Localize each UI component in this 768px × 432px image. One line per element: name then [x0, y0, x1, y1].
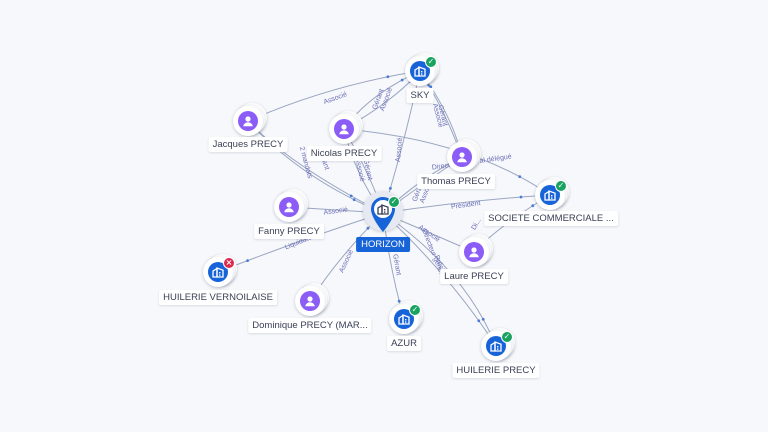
node-label: Nicolas PRECY	[306, 146, 382, 161]
edge-label: Gérant	[362, 158, 373, 180]
edge-arrow-icon	[388, 186, 392, 190]
edge-arrow-icon	[397, 299, 401, 303]
node-label: Dominique PRECY (MAR...	[248, 318, 372, 333]
person-icon	[238, 111, 258, 131]
edge-arrow-icon	[519, 195, 523, 199]
company-icon	[486, 336, 506, 356]
edge-arrow-icon	[477, 319, 481, 323]
person-icon	[279, 197, 299, 217]
check-badge-icon: ✓	[409, 304, 421, 316]
node-circle[interactable]	[274, 192, 304, 222]
node-circle[interactable]	[389, 304, 419, 334]
check-badge-icon: ✓	[388, 196, 400, 208]
company-icon	[540, 185, 560, 205]
edge-label: Associé	[323, 91, 349, 106]
edge-label: Associé	[323, 206, 348, 216]
node-label: HUILERIE VERNOILAISE	[159, 290, 277, 305]
edge-label: Associé	[353, 157, 365, 183]
person-icon	[452, 147, 472, 167]
node-circle[interactable]	[405, 56, 435, 86]
node-label: SKY	[406, 88, 434, 103]
person-icon	[334, 119, 354, 139]
node-label: Jacques PRECY	[208, 137, 288, 152]
edge-arrow-icon	[386, 75, 390, 79]
edge-label: Associé	[338, 249, 355, 274]
edge-arrow-icon	[366, 226, 370, 230]
check-badge-icon: ✓	[425, 56, 437, 68]
node-circle[interactable]	[535, 180, 565, 210]
edge-label: Gérant	[391, 254, 402, 276]
company-icon	[208, 262, 228, 282]
edge-label: Di...	[471, 217, 483, 231]
edge-label: Président	[451, 200, 481, 211]
node-label: Fanny PRECY	[254, 224, 324, 239]
edge-arrow-icon	[429, 85, 433, 89]
edge-arrow-icon	[481, 317, 485, 321]
node-circle[interactable]	[295, 286, 325, 316]
edge-center-vernoilaise	[217, 212, 384, 273]
node-label: Thomas PRECY	[417, 174, 495, 189]
edge-arrow-icon	[352, 198, 356, 202]
node-label: Laure PRECY	[440, 269, 508, 284]
node-circle[interactable]	[447, 142, 477, 172]
edge-arrow-icon	[531, 204, 535, 208]
edge-arrow-icon	[518, 175, 522, 179]
person-icon	[464, 242, 484, 262]
edge-arrow-icon	[400, 78, 404, 82]
node-circle[interactable]	[329, 114, 359, 144]
node-circle[interactable]	[233, 106, 263, 136]
check-badge-icon: ✓	[501, 331, 513, 343]
node-label: AZUR	[387, 336, 421, 351]
edge-jacques-sky	[247, 70, 421, 122]
node-circle[interactable]	[459, 237, 489, 267]
company-icon	[410, 61, 430, 81]
check-badge-icon: ✓	[555, 180, 567, 192]
edge-label: Associé	[395, 137, 404, 162]
node-label: SOCIETE COMMERCIALE ...	[484, 211, 618, 226]
company-icon	[394, 309, 414, 329]
center-node-label: HORIZON	[356, 237, 410, 252]
edge-arrow-icon	[246, 259, 249, 263]
person-icon	[300, 291, 320, 311]
closed-badge-icon: ×	[223, 257, 235, 269]
edge-arrow-icon	[349, 194, 353, 198]
node-label: HUILERIE PRECY	[452, 363, 540, 378]
